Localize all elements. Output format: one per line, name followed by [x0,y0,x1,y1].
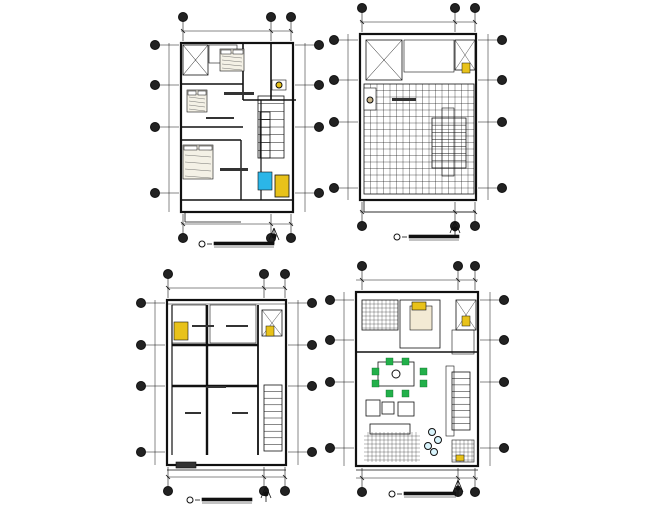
plan-outline [358,32,478,202]
chair [385,357,394,366]
wc-fixture [461,62,471,74]
chair [371,379,380,388]
plan-bottom-left [136,269,317,504]
chair [401,357,410,366]
plan-outline [354,290,480,468]
plan-title-bar [408,234,460,239]
plan-outline [165,298,288,467]
chair [419,367,428,376]
wc-fixture [265,325,275,337]
fixture [173,321,189,341]
tub-fixture [274,174,290,198]
fixture [455,454,465,462]
plan-title-bar [201,497,253,502]
plan-bottom-right [325,261,509,498]
chair [371,367,380,376]
chair [401,389,410,398]
chair [419,379,428,388]
bath-fixture [257,171,273,191]
plan-title-bar [403,491,457,496]
plan-title-bar [213,241,275,246]
chair [385,389,394,398]
plan-top-left [150,12,324,248]
wc-fixture [461,315,471,327]
kitchen-fixture [411,301,427,311]
plan-top-right [329,3,507,241]
